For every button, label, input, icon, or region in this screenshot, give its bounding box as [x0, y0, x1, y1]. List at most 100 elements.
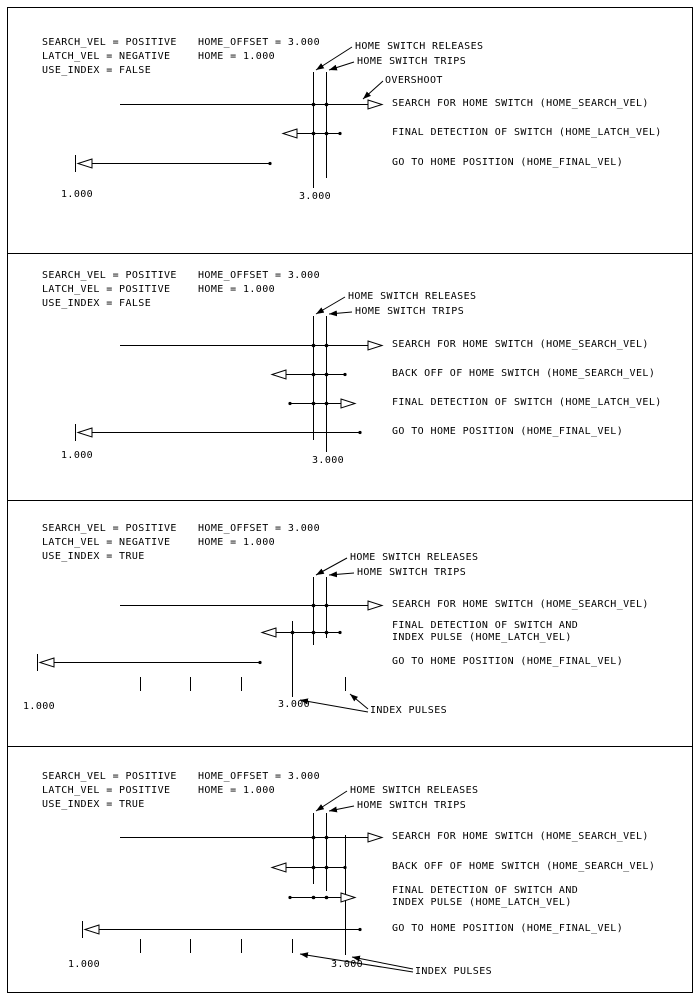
param-latch-vel: LATCH_VEL = POSITIVE [42, 784, 171, 796]
switch-position-lines [313, 316, 327, 453]
param-home: HOME = 1.000 [198, 51, 276, 62]
step-label-latch: FINAL DETECTION OF SWITCH (HOME_LATCH_VE… [392, 127, 662, 138]
axis-home-position: 1.000 [61, 189, 94, 200]
back-off-move-line [270, 369, 347, 380]
latch-move-line [288, 892, 357, 903]
callout-switch-releases: HOME SWITCH RELEASES [355, 41, 484, 52]
step-label-go-home: GO TO HOME POSITION (HOME_FINAL_VEL) [392, 655, 624, 667]
callout-overshoot: OVERSHOOT [385, 75, 443, 86]
param-use-index: USE_INDEX = TRUE [42, 798, 145, 810]
index-pulse-ticks [140, 938, 293, 953]
go-home-move-line [82, 920, 362, 938]
left-arrow-icon [76, 427, 93, 438]
param-use-index: USE_INDEX = FALSE [42, 65, 152, 76]
param-home-offset: HOME_OFFSET = 3.000 [198, 270, 320, 282]
axis-switch-position: 3.000 [299, 191, 332, 202]
param-home: HOME = 1.000 [198, 284, 276, 296]
step-label-latch: FINAL DETECTION OF SWITCH (HOME_LATCH_VE… [392, 397, 662, 409]
diagram-frame: SEARCH_VEL = POSITIVE LATCH_VEL = NEGATI… [7, 7, 693, 993]
axis-home-position: 1.000 [23, 700, 56, 712]
step-label-back-off: BACK OFF OF HOME SWITCH (HOME_SEARCH_VEL… [392, 368, 656, 380]
switch-position-lines [313, 72, 327, 188]
panel-search-pos-latch-pos-index: SEARCH_VEL = POSITIVE LATCH_VEL = POSITI… [8, 745, 692, 992]
callout-leader-lines [315, 790, 355, 813]
step-label-search: SEARCH FOR HOME SWITCH (HOME_SEARCH_VEL) [392, 830, 649, 842]
axis-switch-position: 3.000 [278, 698, 311, 710]
step-label-latch-index: FINAL DETECTION OF SWITCH AND INDEX PULS… [392, 884, 579, 908]
right-arrow-icon [340, 892, 357, 903]
step-label-go-home: GO TO HOME POSITION (HOME_FINAL_VEL) [392, 922, 624, 934]
panel-search-pos-latch-neg-noindex: SEARCH_VEL = POSITIVE LATCH_VEL = NEGATI… [8, 8, 692, 254]
callout-leader-lines [315, 46, 384, 100]
panel3-drawing [37, 557, 384, 712]
axis-switch-position: 3.000 [331, 958, 364, 970]
callout-switch-releases: HOME SWITCH RELEASES [348, 291, 477, 303]
callout-switch-trips: HOME SWITCH TRIPS [357, 799, 467, 811]
search-move-line [120, 340, 384, 351]
callout-switch-trips: HOME SWITCH TRIPS [357, 56, 467, 67]
step-label-go-home: GO TO HOME POSITION (HOME_FINAL_VEL) [392, 426, 624, 438]
search-move-line [120, 832, 384, 843]
param-search-vel: SEARCH_VEL = POSITIVE [42, 522, 177, 534]
param-search-vel: SEARCH_VEL = POSITIVE [42, 270, 177, 282]
index-pulse-ticks [140, 676, 346, 691]
panel-search-pos-latch-neg-index: SEARCH_VEL = POSITIVE LATCH_VEL = NEGATI… [8, 499, 692, 746]
param-home-offset: HOME_OFFSET = 3.000 [198, 770, 320, 782]
latch-move-line [288, 398, 357, 409]
switch-position-lines [313, 812, 327, 891]
axis-home-position: 1.000 [61, 450, 94, 462]
step-label-latch-index: FINAL DETECTION OF SWITCH AND INDEX PULS… [392, 619, 579, 643]
go-home-move-line [75, 155, 272, 172]
go-home-move-line [37, 653, 262, 671]
right-arrow-icon [340, 398, 357, 409]
index-pulses-leader-lines [299, 693, 369, 712]
param-use-index: USE_INDEX = TRUE [42, 550, 145, 562]
latch-move-line [260, 626, 342, 638]
right-arrow-icon [367, 599, 384, 611]
index-pulses-label: INDEX PULSES [370, 704, 448, 716]
param-home-offset: HOME_OFFSET = 3.000 [198, 37, 320, 48]
step-label-search: SEARCH FOR HOME SWITCH (HOME_SEARCH_VEL) [392, 98, 649, 109]
axis-switch-position: 3.000 [312, 455, 345, 467]
search-move-line [120, 99, 384, 110]
param-search-vel: SEARCH_VEL = POSITIVE [42, 770, 177, 782]
callout-leader-lines [315, 296, 353, 317]
left-arrow-icon [83, 924, 100, 935]
left-arrow-icon [281, 128, 298, 139]
left-arrow-icon [260, 626, 277, 638]
callout-switch-trips: HOME SWITCH TRIPS [355, 306, 465, 318]
axis-home-position: 1.000 [68, 958, 101, 970]
switch-position-lines [313, 576, 327, 645]
index-pulses-label: INDEX PULSES [415, 965, 493, 977]
index-pulses-leader-lines [299, 952, 414, 973]
left-arrow-icon [38, 656, 55, 668]
param-use-index: USE_INDEX = FALSE [42, 298, 152, 310]
right-arrow-icon [367, 340, 384, 351]
param-search-vel: SEARCH_VEL = POSITIVE [42, 37, 177, 48]
panel1-drawing [75, 46, 384, 188]
left-arrow-icon [270, 862, 287, 873]
panel4-drawing [82, 790, 414, 973]
callout-switch-releases: HOME SWITCH RELEASES [350, 784, 479, 796]
panel-search-pos-latch-pos-noindex: SEARCH_VEL = POSITIVE LATCH_VEL = POSITI… [8, 253, 692, 500]
right-arrow-icon [367, 99, 384, 110]
callout-leader-lines [315, 557, 355, 577]
latch-move-line [281, 128, 342, 139]
param-home: HOME = 1.000 [198, 536, 276, 548]
param-latch-vel: LATCH_VEL = NEGATIVE [42, 51, 171, 62]
param-home: HOME = 1.000 [198, 784, 276, 796]
step-label-search: SEARCH FOR HOME SWITCH (HOME_SEARCH_VEL) [392, 598, 649, 610]
callout-switch-releases: HOME SWITCH RELEASES [350, 551, 479, 563]
left-arrow-icon [270, 369, 287, 380]
panel2-drawing [75, 296, 384, 453]
right-arrow-icon [367, 832, 384, 843]
step-label-search: SEARCH FOR HOME SWITCH (HOME_SEARCH_VEL) [392, 339, 649, 351]
go-home-move-line [75, 424, 362, 442]
left-arrow-icon [76, 158, 93, 169]
step-label-go-home: GO TO HOME POSITION (HOME_FINAL_VEL) [392, 157, 624, 168]
search-move-line [120, 599, 384, 611]
param-latch-vel: LATCH_VEL = NEGATIVE [42, 536, 171, 548]
param-home-offset: HOME_OFFSET = 3.000 [198, 522, 320, 534]
step-label-back-off: BACK OFF OF HOME SWITCH (HOME_SEARCH_VEL… [392, 860, 656, 872]
